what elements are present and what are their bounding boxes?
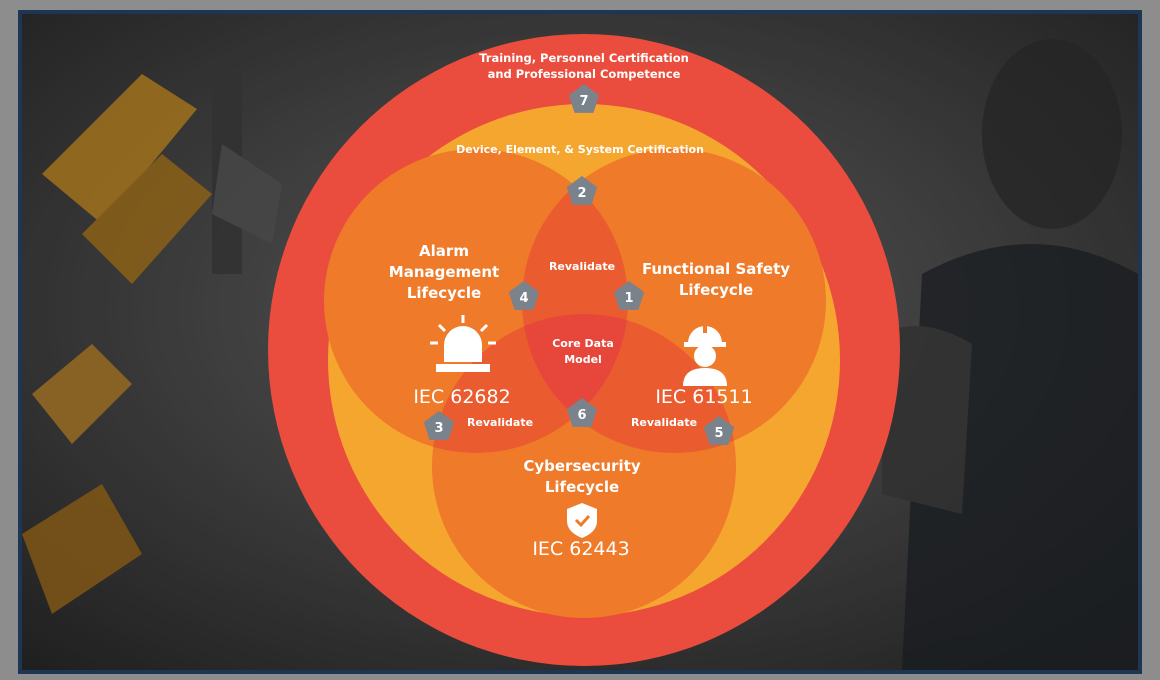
step-badge-number-4: 4 <box>519 291 528 306</box>
step-badge-1 <box>613 281 645 310</box>
step-badge-4 <box>508 281 540 310</box>
lifecycle-venn-diagram: Training, Personnel Certification and Pr… <box>268 34 900 666</box>
overlap-top-label: Revalidate <box>549 260 615 273</box>
alarm-title-line3: Lifecycle <box>407 284 481 302</box>
robot-arm-left <box>22 74 282 614</box>
cyber-standard: IEC 62443 <box>532 538 629 560</box>
core-data-model-line2: Model <box>564 353 602 366</box>
overlap-alarm-cyber <box>432 314 628 453</box>
alarm-standard: IEC 62682 <box>413 386 510 408</box>
safety-title-line1: Functional Safety <box>642 260 790 278</box>
middle-ring-label: Device, Element, & System Certification <box>456 143 704 156</box>
safety-standard: IEC 61511 <box>655 386 752 408</box>
worker-silhouette-right <box>882 39 1138 670</box>
step-badge-number-5: 5 <box>714 426 723 441</box>
outer-ring-label-line1: Training, Personnel Certification <box>479 51 689 65</box>
overlap-safety-cyber <box>522 314 736 453</box>
alarm-beacon-icon <box>430 315 496 372</box>
outer-ring-label-line2: and Professional Competence <box>488 67 681 81</box>
step-badge-3 <box>423 411 455 440</box>
core-data-model-line1: Core Data <box>552 337 614 350</box>
step-badge-number-6: 6 <box>577 408 586 423</box>
safety-title-line2: Lifecycle <box>679 281 753 299</box>
step-badge-5 <box>703 416 735 445</box>
hardhat-worker-icon <box>683 324 727 386</box>
step-badge-6 <box>566 398 598 427</box>
step-badge-number-1: 1 <box>624 291 633 306</box>
alarm-title-line2: Management <box>389 263 499 281</box>
overlap-right-bottom-label: Revalidate <box>631 416 697 429</box>
cyber-title-line2: Lifecycle <box>545 478 619 496</box>
step-badges: 1 2 3 4 5 6 7 <box>423 84 735 445</box>
step-badge-number-2: 2 <box>577 186 586 201</box>
step-badge-2 <box>566 176 598 205</box>
step-badge-number-3: 3 <box>434 421 443 436</box>
cyber-title-line1: Cybersecurity <box>523 457 640 475</box>
alarm-title-line1: Alarm <box>419 242 469 260</box>
step-badge-number-7: 7 <box>579 94 588 109</box>
overlap-left-bottom-label: Revalidate <box>467 416 533 429</box>
shield-check-icon <box>567 503 597 538</box>
step-badge-7 <box>568 84 600 113</box>
image-frame: Training, Personnel Certification and Pr… <box>18 10 1142 674</box>
